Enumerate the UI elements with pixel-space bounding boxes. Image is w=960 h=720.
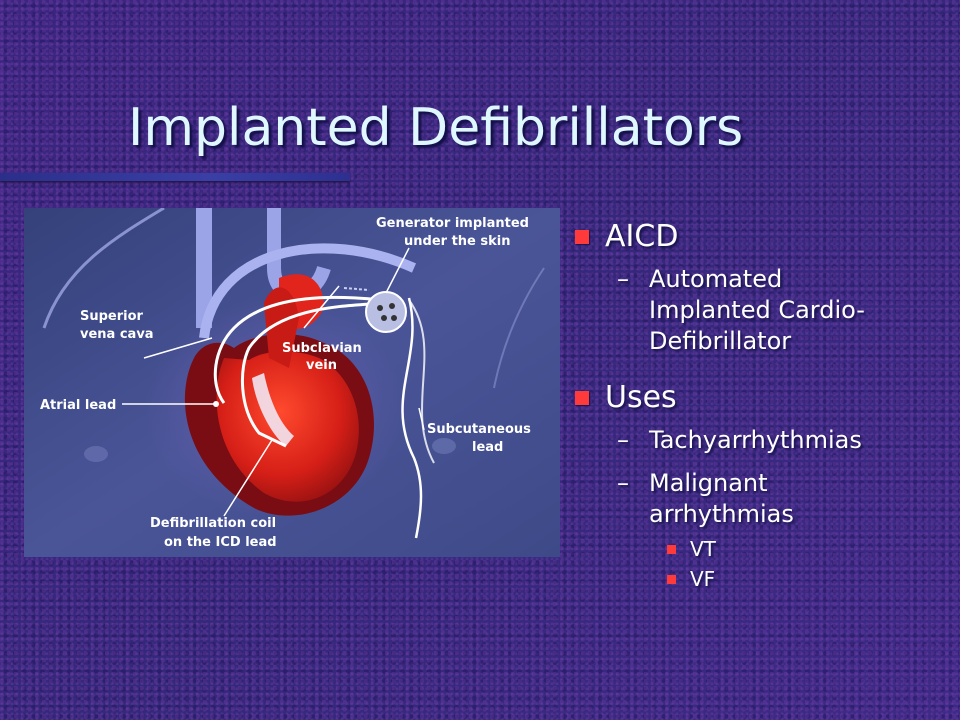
generator-device	[365, 291, 407, 333]
label-generator-1: Generator implanted	[376, 216, 529, 231]
bullet-uses: Uses	[572, 379, 952, 417]
bullet-marker	[575, 230, 589, 244]
label-generator-2: under the skin	[404, 234, 510, 249]
label-atrial: Atrial lead	[40, 398, 116, 413]
label-coil-1: Defibrillation coil	[150, 516, 276, 531]
sub-sub-bullet-text: VF	[690, 567, 716, 591]
sub-bullet-line: Implanted Cardio-	[649, 296, 865, 324]
bullet-text: AICD	[605, 219, 679, 254]
dash-marker: –	[617, 265, 629, 293]
sub-sub-bullet-vt: VT	[572, 534, 952, 564]
icd-diagram-svg: Generator implanted under the skin Super…	[24, 208, 560, 557]
dash-marker: –	[617, 469, 629, 497]
sub-bullet-line: Defibrillator	[649, 327, 792, 355]
bullet-text: Uses	[605, 380, 677, 415]
sub-bullet-malignant: – Malignant arrhythmias	[572, 468, 952, 530]
sub-bullet-line: Tachyarrhythmias	[649, 426, 862, 454]
sub-sub-bullet-vf: VF	[572, 564, 952, 594]
label-subclavian-1: Subclavian	[282, 341, 362, 356]
sub-sub-bullet-text: VT	[690, 537, 716, 561]
bullet-list: AICD – Automated Implanted Cardio- Defib…	[572, 218, 952, 594]
bullet-marker	[575, 391, 589, 405]
sub-bullet-line: Automated	[649, 265, 783, 293]
label-subcut-1: Subcutaneous	[427, 422, 531, 437]
bullet-marker	[667, 545, 676, 554]
sub-bullet-line: arrhythmias	[649, 500, 794, 528]
icd-diagram: Generator implanted under the skin Super…	[24, 208, 560, 557]
label-coil-2: on the ICD lead	[164, 535, 277, 550]
label-svc-1: Superior	[80, 309, 144, 324]
label-subcut-2: lead	[472, 440, 503, 455]
label-svc-2: vena cava	[80, 327, 154, 342]
sub-bullet-line: Malignant	[649, 469, 768, 497]
bullet-aicd: AICD	[572, 218, 952, 256]
title-underline	[0, 173, 350, 181]
slide-title: Implanted Defibrillators	[128, 98, 744, 158]
sub-bullet-tachy: – Tachyarrhythmias	[572, 425, 952, 456]
dash-marker: –	[617, 426, 629, 454]
label-subclavian-2: vein	[306, 358, 337, 373]
bullet-marker	[667, 575, 676, 584]
sub-bullet-definition: – Automated Implanted Cardio- Defibrilla…	[572, 264, 952, 357]
